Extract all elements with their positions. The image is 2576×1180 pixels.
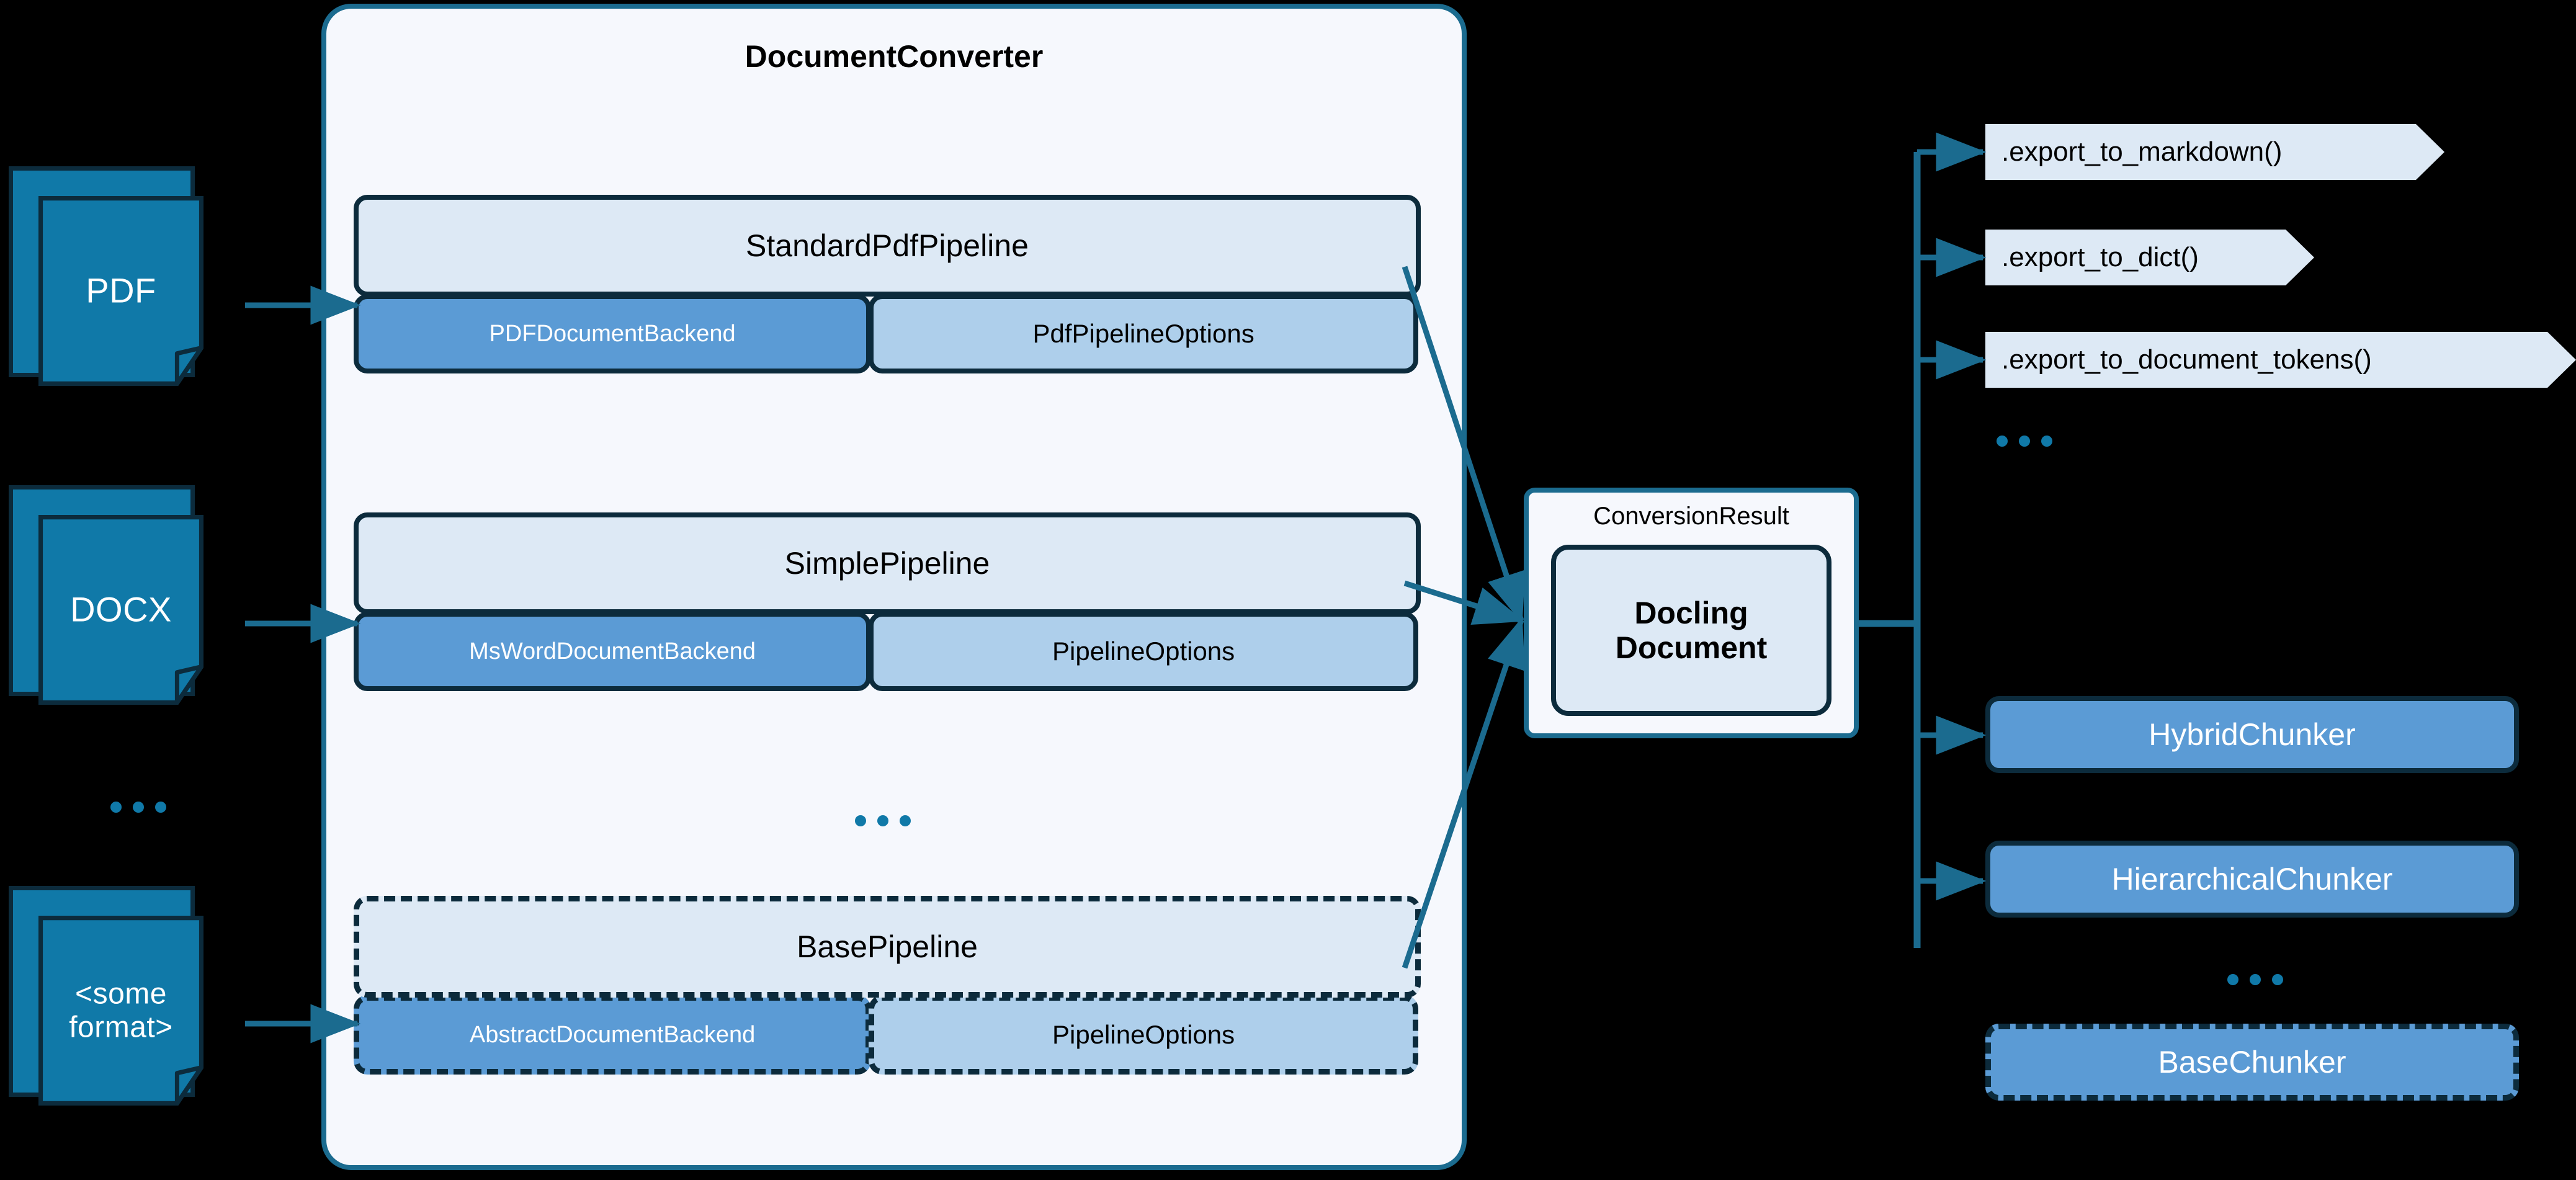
pipeline-standard-pdf[interactable]: StandardPdfPipeline PDFDocumentBackend P… (354, 195, 1421, 373)
input-doc-label: DOCX (70, 589, 172, 629)
pipeline-options[interactable]: PipelineOptions (869, 995, 1418, 1075)
chunker-label: BaseChunker (2158, 1045, 2346, 1079)
chunker-base[interactable]: BaseChunker (1985, 1024, 2519, 1101)
export-method-dict[interactable]: .export_to_dict() (1985, 230, 2314, 285)
exports-ellipsis (1997, 436, 2052, 447)
chunker-hybrid[interactable]: HybridChunker (1985, 696, 2519, 773)
export-method-label: .export_to_dict() (2001, 242, 2199, 272)
input-doc-label: PDF (86, 270, 156, 310)
converter-title: DocumentConverter (745, 39, 1044, 74)
pipeline-backend[interactable]: AbstractDocumentBackend (354, 995, 872, 1075)
pipeline-base[interactable]: BasePipeline AbstractDocumentBackend Pip… (354, 896, 1421, 1075)
export-method-label: .export_to_markdown() (2001, 136, 2283, 167)
chunkers-ellipsis (2227, 974, 2283, 985)
pipeline-options[interactable]: PdfPipelineOptions (869, 294, 1418, 373)
pipeline-name: StandardPdfPipeline (354, 195, 1421, 297)
doc-front-sheet (38, 916, 203, 1106)
pipeline-name: BasePipeline (354, 896, 1421, 998)
chunker-hierarchical[interactable]: HierarchicalChunker (1985, 841, 2519, 918)
input-doc-other[interactable]: <some format> (9, 886, 203, 1106)
export-method-document-tokens[interactable]: .export_to_document_tokens() (1985, 332, 2576, 388)
pipeline-backend[interactable]: MsWordDocumentBackend (354, 612, 872, 691)
export-method-markdown[interactable]: .export_to_markdown() (1985, 124, 2444, 180)
pipeline-simple[interactable]: SimplePipeline MsWordDocumentBackend Pip… (354, 512, 1421, 691)
chunker-label: HierarchicalChunker (2111, 862, 2393, 896)
input-doc-docx[interactable]: DOCX (9, 485, 203, 705)
doc-front-sheet (38, 515, 203, 705)
export-method-label: .export_to_document_tokens() (2001, 344, 2372, 375)
pipeline-backend[interactable]: PDFDocumentBackend (354, 294, 872, 373)
input-doc-label: <some format> (69, 977, 173, 1044)
input-ellipsis (110, 802, 166, 813)
conversion-result-box[interactable]: ConversionResult Docling Document (1524, 488, 1859, 738)
docling-document-box[interactable]: Docling Document (1551, 545, 1831, 716)
doc-front-sheet (38, 196, 203, 386)
conversion-result-title: ConversionResult (1593, 503, 1789, 530)
document-converter-container: DocumentConverter StandardPdfPipeline PD… (321, 4, 1467, 1170)
pipeline-name: SimplePipeline (354, 512, 1421, 614)
converter-ellipsis (855, 815, 911, 826)
input-doc-pdf[interactable]: PDF (9, 166, 203, 386)
pipeline-options[interactable]: PipelineOptions (869, 612, 1418, 691)
chunker-label: HybridChunker (2149, 717, 2356, 752)
